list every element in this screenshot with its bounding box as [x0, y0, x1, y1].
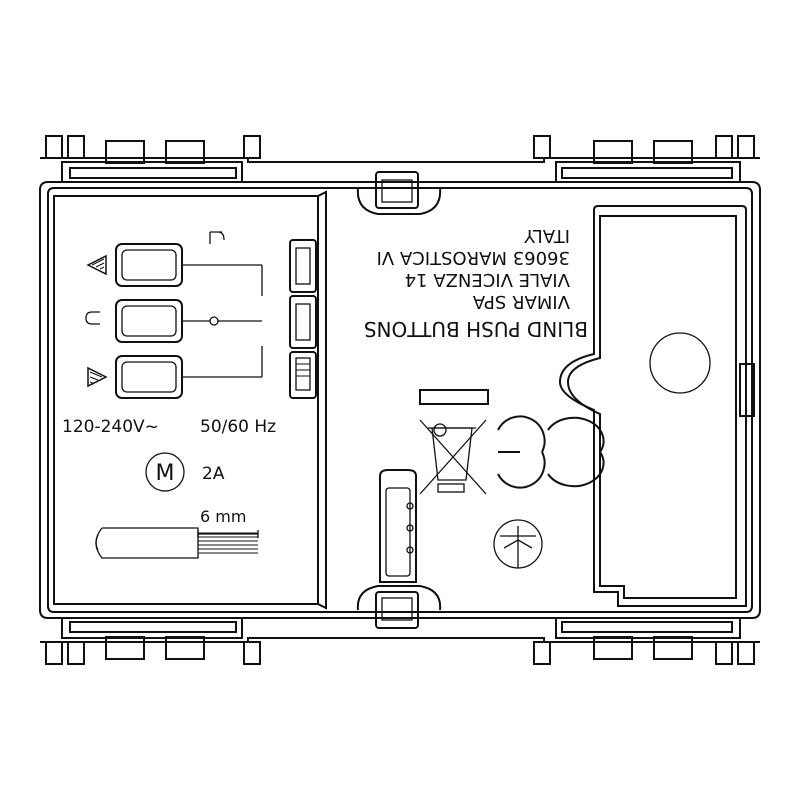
weee-bin-icon [419, 419, 487, 495]
voltage-label: 120-240V~ [62, 417, 159, 437]
manufacturer-line-2: VIALE VICENZA 14 [405, 269, 570, 290]
switch-schematic [182, 231, 263, 378]
motor-symbol-letter: M [156, 461, 175, 486]
terminal-blocks [289, 239, 317, 399]
arrow-up-icon [86, 254, 107, 276]
right-compartment [558, 205, 755, 607]
product-label: BLIND PUSH BUTTONS [364, 317, 588, 341]
stop-icon [85, 311, 100, 325]
arrow-down-icon [87, 366, 108, 388]
manufacturer-address: VIMAR SPA VIALE VICENZA 14 36063 MAROSTI… [377, 225, 570, 312]
button-symbols [115, 243, 183, 399]
strip-length-label: 6 mm [200, 507, 246, 526]
manufacturer-line-1: VIMAR SPA [472, 291, 570, 312]
ground-symbol-icon [493, 519, 543, 569]
wire-strip-icon: 6 mm [95, 507, 259, 559]
ce-mark-icon [497, 415, 605, 489]
manufacturer-line-4: ITALY [523, 225, 570, 246]
left-wiring-panel: 120-240V~ 50/60 Hz M 2A 6 mm [53, 190, 327, 610]
frequency-label: 50/60 Hz [200, 417, 276, 437]
current-rating: 2A [202, 464, 225, 484]
manufacturer-line-3: 36063 MAROSTICA VI [377, 247, 570, 268]
centre-panel: VIMAR SPA VIALE VICENZA 14 36063 MAROSTI… [356, 171, 605, 629]
module-frame [39, 135, 761, 665]
motor-symbol-icon: M [145, 452, 185, 492]
